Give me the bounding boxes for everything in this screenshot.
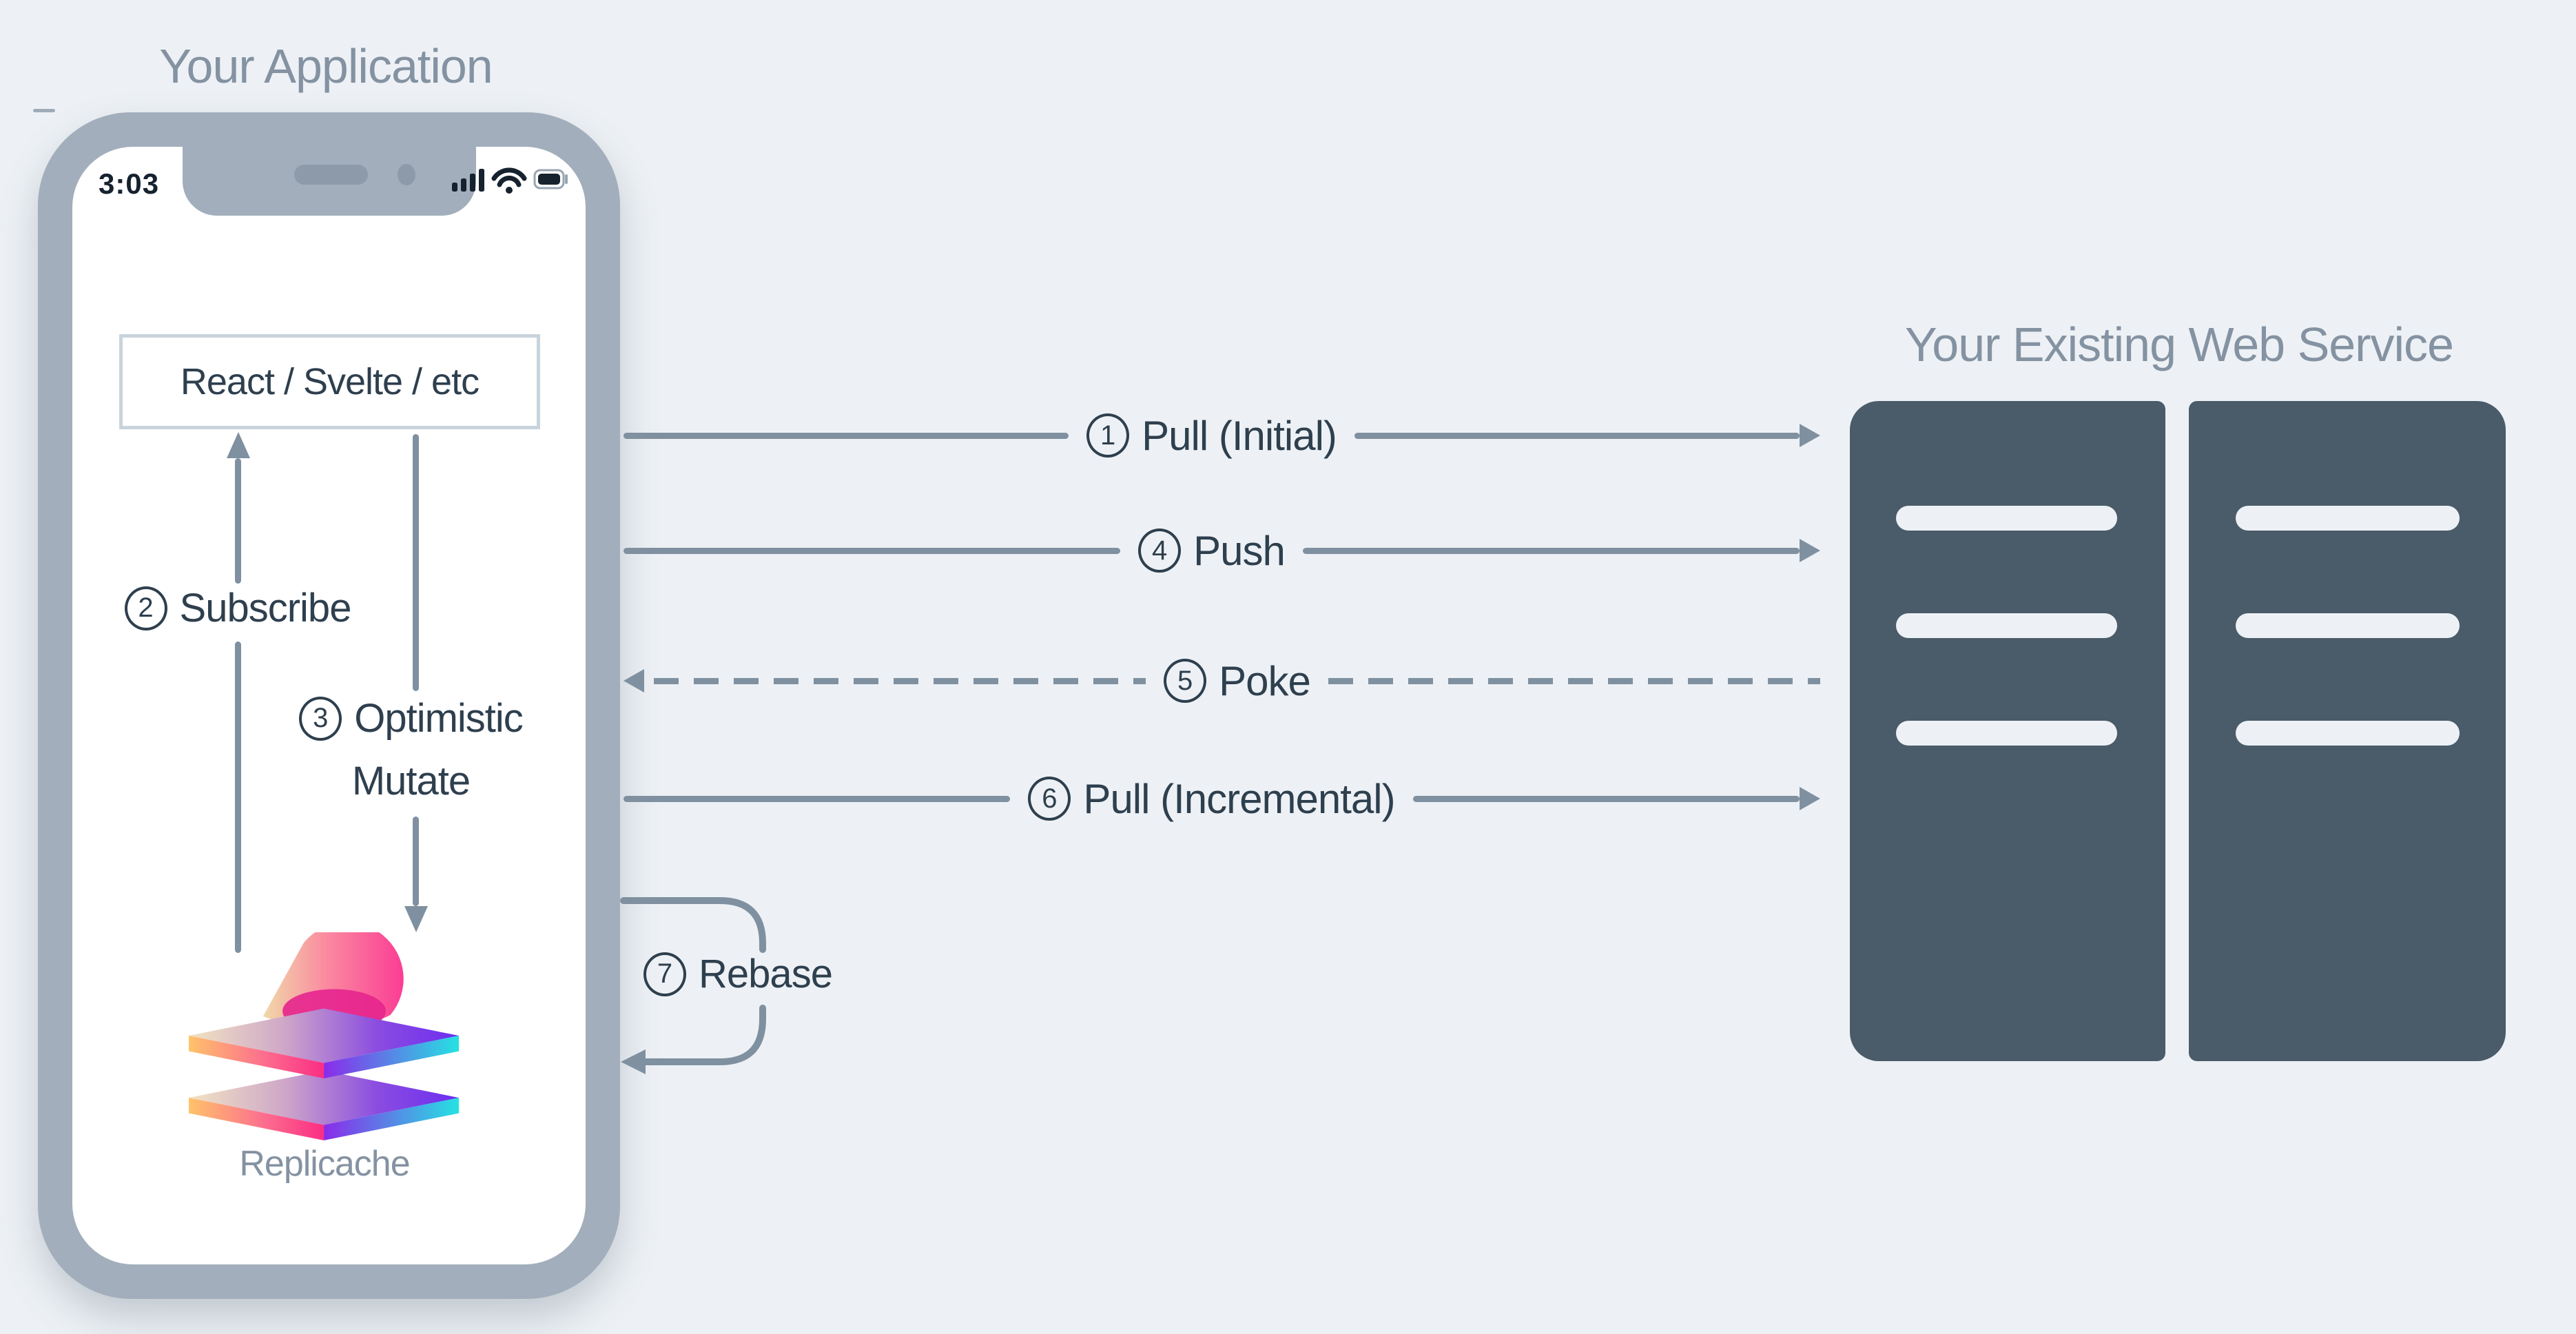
flow-label-push: 4 Push — [1138, 527, 1286, 575]
flow-push: 4 Push — [624, 519, 1821, 582]
flow-line — [1302, 547, 1800, 554]
flow-pull-initial: 1 Pull (Initial) — [624, 404, 1820, 467]
arrowhead-right-icon — [1800, 787, 1820, 810]
arrowhead-left-icon — [621, 1049, 646, 1074]
flow-label-subscribe: 2 Subscribe — [93, 585, 382, 631]
mutate-line-lower — [413, 817, 419, 906]
server-slot — [2236, 613, 2460, 638]
server-slot — [2236, 506, 2460, 531]
flow-label-poke: 5 Poke — [1164, 657, 1311, 705]
flow-line — [624, 432, 1069, 439]
step-badge-4: 4 — [1138, 529, 1182, 573]
replicache-logo-icon — [189, 932, 460, 1140]
flow-label-row: 3 Optimistic — [299, 695, 524, 741]
rebase-loop-arrow — [620, 897, 766, 1074]
flow-label-rebase: 7 Rebase — [635, 951, 841, 997]
replicache-logo-caption: Replicache — [239, 1144, 410, 1184]
step-badge-1: 1 — [1086, 413, 1130, 458]
battery-icon — [533, 169, 568, 189]
flow-pull-incremental: 6 Pull (Incremental) — [624, 767, 1820, 830]
flow-poke: 5 Poke — [624, 649, 1821, 712]
flow-line — [1412, 795, 1800, 802]
flow-label-text: Mutate — [351, 759, 471, 803]
subscribe-line-lower — [235, 642, 241, 953]
signal-icon — [452, 169, 484, 192]
flow-line — [624, 547, 1121, 554]
phone-screen: 3:03 React / Sve — [72, 147, 586, 1264]
flow-line — [1354, 432, 1800, 439]
flow-label-text: Push — [1193, 527, 1286, 574]
step-badge-3: 3 — [299, 696, 342, 741]
flow-line-dashed — [654, 677, 1146, 684]
flow-line-dashed — [1328, 677, 1821, 684]
application-title: Your Application — [159, 39, 493, 93]
status-bar-icons — [452, 167, 568, 194]
server-rack-left — [1850, 401, 2165, 1061]
flow-label-text: Poke — [1219, 657, 1311, 704]
web-service-title: Your Existing Web Service — [1905, 318, 2454, 371]
phone-mockup: 3:03 React / Sve — [38, 112, 620, 1299]
step-badge-5: 5 — [1164, 659, 1207, 703]
server-slot — [1896, 613, 2117, 638]
flow-label-pull-incremental: 6 Pull (Incremental) — [1028, 775, 1396, 823]
flow-label-text: Pull (Incremental) — [1083, 775, 1395, 822]
step-badge-7: 7 — [643, 952, 687, 996]
flow-label-text: Pull (Initial) — [1142, 412, 1337, 459]
server-slot — [1896, 721, 2117, 746]
flow-label-text: Optimistic — [354, 696, 524, 741]
wifi-dot — [506, 187, 513, 194]
server-slot — [1896, 506, 2117, 531]
speaker-grille — [293, 165, 368, 185]
arrowhead-right-icon — [1800, 424, 1820, 447]
mutate-line-upper — [413, 434, 419, 691]
flow-line — [624, 795, 1011, 802]
subscribe-line-upper — [235, 458, 241, 584]
stray-dash-artifact — [33, 109, 55, 112]
mutate-arrowhead-down-icon — [404, 906, 428, 932]
step-badge-2: 2 — [124, 586, 167, 630]
flow-label-text: Subscribe — [179, 586, 352, 630]
phone-notch — [182, 147, 476, 216]
status-bar-time: 3:03 — [99, 167, 160, 200]
flow-label-text: Rebase — [699, 952, 833, 996]
camera-dot — [397, 164, 415, 185]
arrowhead-right-icon — [1800, 539, 1821, 562]
subscribe-arrowhead-up-icon — [227, 432, 250, 458]
wifi-icon — [491, 167, 527, 187]
step-badge-6: 6 — [1028, 777, 1071, 821]
flow-label-row: Mutate — [351, 758, 471, 804]
flow-label-optimistic-mutate: 3 Optimistic Mutate — [271, 695, 550, 804]
server-slot — [2236, 721, 2460, 746]
flow-label-pull-initial: 1 Pull (Initial) — [1086, 412, 1337, 460]
server-rack-right — [2189, 401, 2506, 1061]
ui-framework-box: React / Svelte / etc — [119, 334, 540, 429]
arrowhead-left-icon — [624, 669, 644, 692]
